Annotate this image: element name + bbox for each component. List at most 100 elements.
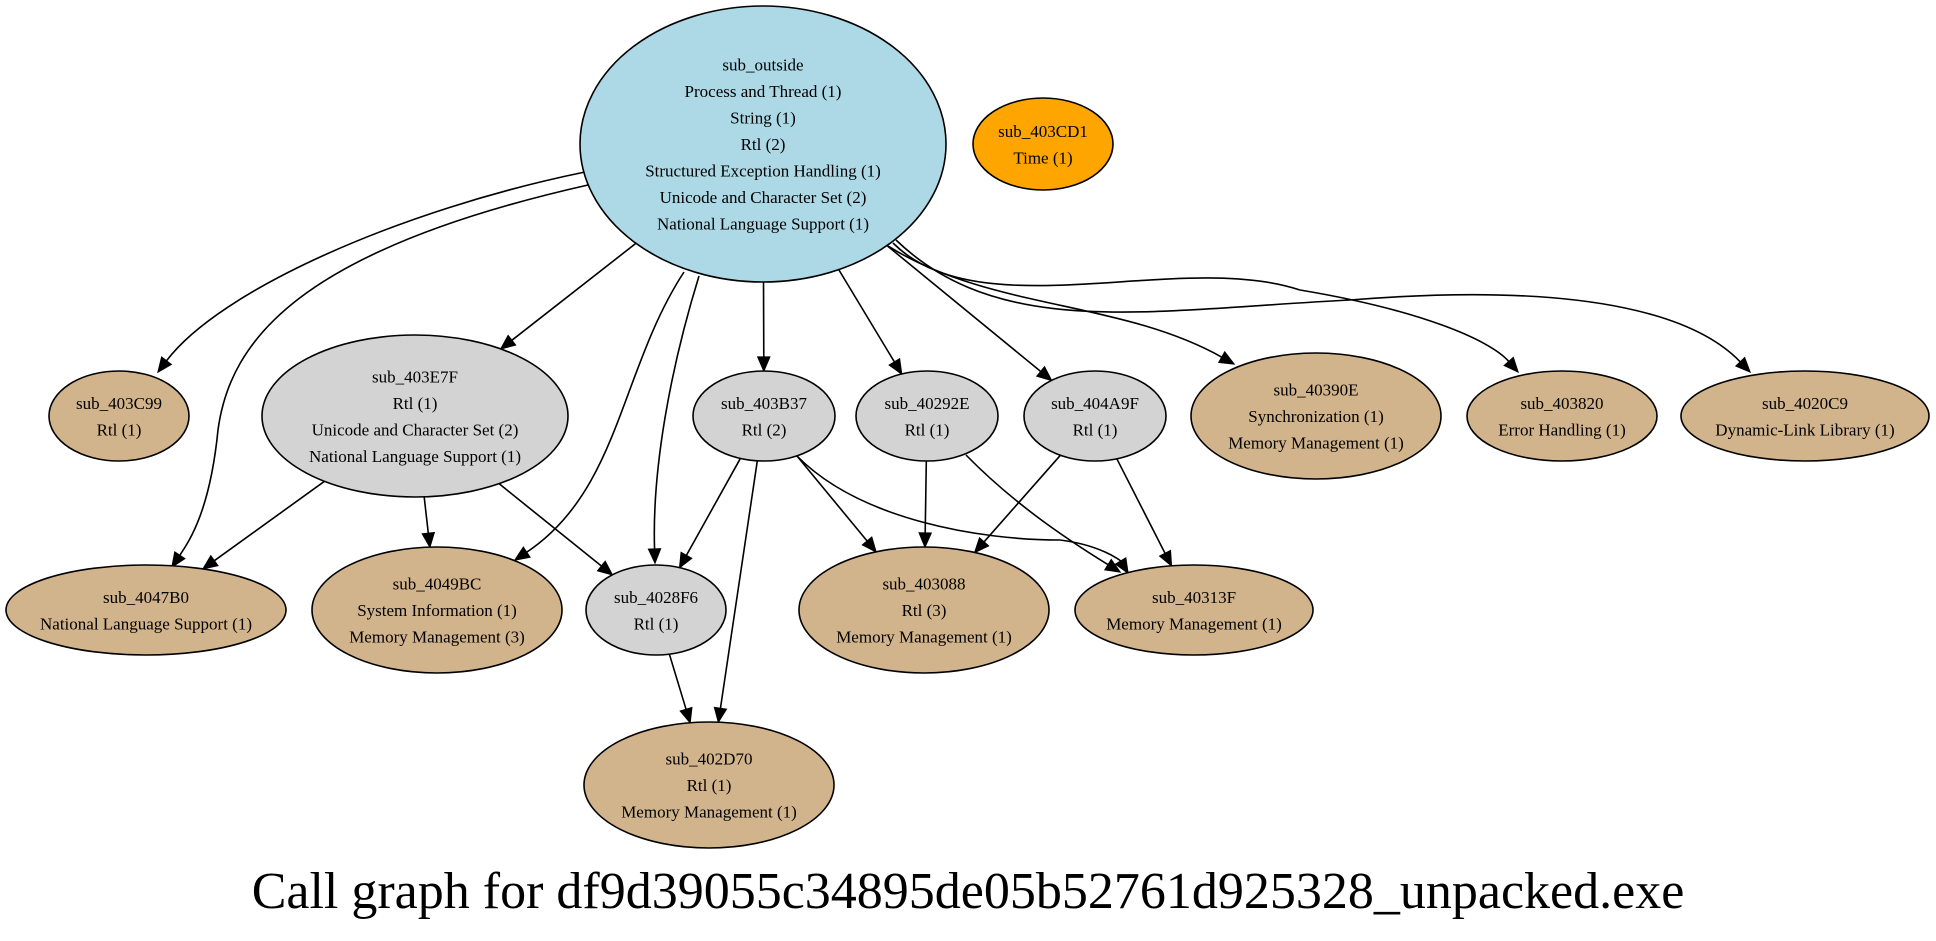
node-api-category: National Language Support (1): [40, 614, 252, 633]
node-api-category: Synchronization (1): [1248, 407, 1384, 426]
node-ellipse: [579, 5, 947, 283]
edge-sub_403E7F-to-sub_4028F6: [498, 483, 614, 576]
arrowhead-icon: [201, 554, 219, 570]
arrowhead-icon: [1158, 549, 1173, 568]
node-api-category: Rtl (1): [1073, 420, 1118, 439]
node-api-category: Time (1): [1013, 148, 1072, 167]
edge-sub_outside-to-sub_40292E: [838, 269, 903, 376]
node-ellipse: [972, 97, 1114, 191]
edge-line: [165, 171, 586, 362]
node-api-category: Error Handling (1): [1498, 420, 1625, 439]
edge-sub_outside-to-sub_403820: [892, 242, 1520, 374]
edge-sub_outside-to-sub_4028F6: [647, 275, 700, 565]
node-api-category: Memory Management (1): [621, 803, 797, 822]
arrowhead-icon: [973, 536, 990, 554]
edge-sub_403E7F-to-sub_4047B0: [201, 480, 325, 570]
edge-sub_404A9F-to-sub_403088: [973, 454, 1061, 554]
node-name: sub_4028F6: [614, 588, 698, 607]
arrowhead-icon: [499, 334, 517, 350]
edge-sub_404A9F-to-sub_40313F: [1116, 458, 1173, 568]
node-api-category: Unicode and Character Set (2): [660, 188, 867, 207]
arrowhead-icon: [713, 706, 728, 724]
node-name: sub_404A9F: [1051, 394, 1139, 413]
edge-sub_403B37-to-sub_402D70: [713, 460, 759, 724]
node-api-category: Rtl (2): [742, 420, 787, 439]
node-api-category: Memory Management (1): [836, 628, 1012, 647]
edge-line: [213, 480, 325, 562]
edge-sub_40292E-to-sub_403088: [918, 460, 933, 549]
node-api-category: Rtl (1): [393, 394, 438, 413]
edge-line: [886, 244, 1042, 373]
edge-line: [983, 454, 1061, 543]
node-api-category: Rtl (2): [741, 135, 786, 154]
edge-sub_403B37-to-sub_403088: [796, 455, 877, 554]
node-ellipse: [48, 370, 190, 462]
node-name: sub_403820: [1520, 394, 1603, 413]
node-name: sub_4020C9: [1762, 394, 1848, 413]
node-ellipse: [1190, 352, 1442, 480]
arrowhead-icon: [888, 357, 903, 376]
edge-line: [423, 496, 430, 534]
arrowhead-icon: [171, 551, 186, 569]
node-api-category: National Language Support (1): [309, 447, 521, 466]
arrowhead-icon: [1734, 356, 1752, 374]
edge-line: [1116, 458, 1166, 554]
edge-line: [796, 455, 868, 542]
node-name: sub_403E7F: [372, 367, 458, 386]
edge-sub_outside-to-sub_4049BC: [513, 271, 685, 561]
node-api-category: Unicode and Character Set (2): [312, 420, 519, 439]
node-sub_404A9F[interactable]: sub_404A9F Rtl (1): [1023, 370, 1167, 462]
edge-line: [498, 483, 602, 567]
node-ellipse: [1680, 370, 1930, 462]
edge-line: [838, 269, 896, 363]
edge-sub_outside-to-sub_403E7F: [499, 242, 637, 350]
edge-sub_403E7F-to-sub_4049BC: [421, 496, 436, 549]
edge-line: [965, 454, 1109, 566]
node-ellipse: [1074, 564, 1314, 656]
edge-sub_outside-to-sub_403B37: [756, 281, 771, 373]
arrowhead-icon: [679, 706, 693, 725]
node-name: sub_40313F: [1152, 588, 1236, 607]
node-name: sub_outside: [722, 56, 803, 75]
node-api-category: Memory Management (3): [349, 628, 525, 647]
node-ellipse: [261, 334, 569, 498]
edge-sub_403B37-to-sub_4028F6: [678, 458, 742, 569]
edge-sub_outside-to-sub_40390E: [887, 245, 1236, 365]
edge-sub_outside-to-sub_403C99: [157, 171, 586, 374]
arrowhead-icon: [421, 531, 436, 549]
node-sub_403E7F[interactable]: sub_403E7F Rtl (1) Unicode and Character S…: [261, 334, 569, 498]
arrowhead-icon: [1217, 350, 1236, 365]
edges-layer: [157, 171, 1752, 725]
node-api-category: Dynamic-Link Library (1): [1715, 420, 1894, 439]
arrowhead-icon: [1103, 558, 1122, 573]
node-name: sub_40292E: [885, 394, 970, 413]
arrowhead-icon: [596, 560, 614, 576]
node-api-category: String (1): [730, 109, 796, 128]
node-api-category: Rtl (1): [97, 420, 142, 439]
node-api-category: System Information (1): [357, 601, 517, 620]
node-sub_4049BC[interactable]: sub_4049BC System Information (1) Memory M…: [311, 546, 563, 674]
node-ellipse: [1023, 370, 1167, 462]
node-ellipse: [798, 546, 1050, 674]
node-name: sub_403C99: [76, 394, 162, 413]
arrowhead-icon: [1503, 356, 1520, 374]
arrowhead-icon: [157, 356, 173, 374]
arrowhead-icon: [861, 536, 877, 554]
node-name: sub_403B37: [721, 394, 807, 413]
node-name: sub_4049BC: [393, 575, 482, 594]
node-name: sub_4047B0: [103, 588, 189, 607]
edge-sub_outside-to-sub_4047B0: [171, 184, 589, 569]
